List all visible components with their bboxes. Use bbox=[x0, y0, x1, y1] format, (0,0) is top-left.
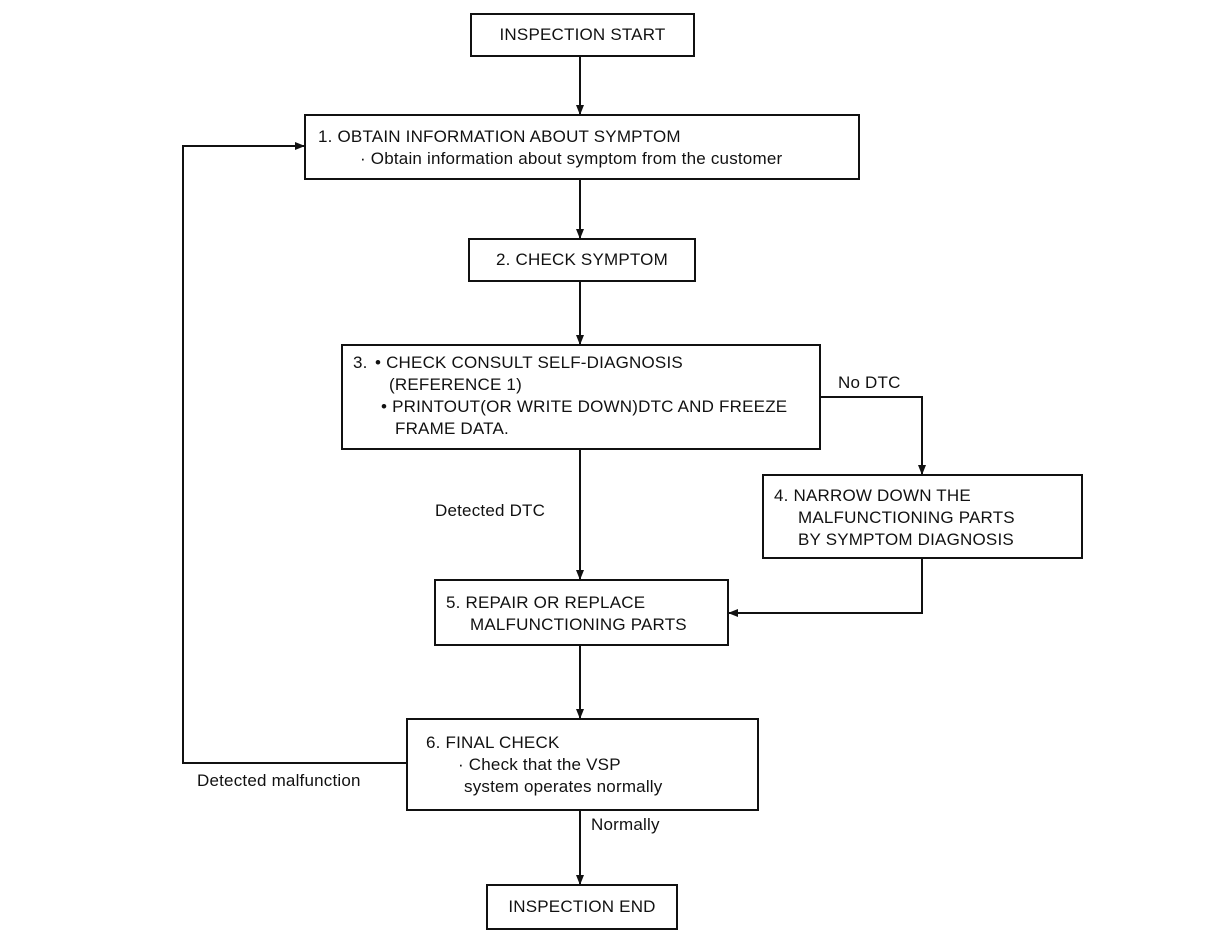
end-label: INSPECTION END bbox=[508, 897, 656, 916]
step2-title: 2. CHECK SYMPTOM bbox=[496, 250, 668, 269]
step3-bullet1-line1: • CHECK CONSULT SELF-DIAGNOSIS bbox=[375, 353, 683, 372]
step2-box: 2. CHECK SYMPTOM bbox=[468, 238, 696, 282]
arrow-step6-to-step1 bbox=[182, 142, 406, 764]
edge-label-normally: Normally bbox=[591, 815, 660, 834]
end-box: INSPECTION END bbox=[486, 884, 678, 930]
step5-line2: MALFUNCTIONING PARTS bbox=[470, 615, 687, 634]
step3-bullet2-line2: FRAME DATA. bbox=[395, 419, 509, 438]
step1-box: 1. OBTAIN INFORMATION ABOUT SYMPTOM · Ob… bbox=[304, 114, 860, 180]
step3-box: 3. • CHECK CONSULT SELF-DIAGNOSIS (REFER… bbox=[341, 344, 821, 450]
step4-line1: 4. NARROW DOWN THE bbox=[774, 486, 971, 505]
edge-label-detected-dtc: Detected DTC bbox=[435, 501, 546, 520]
step1-detail: · Obtain information about symptom from … bbox=[360, 149, 783, 168]
step1-title: 1. OBTAIN INFORMATION ABOUT SYMPTOM bbox=[318, 127, 681, 146]
step6-detail-line2: system operates normally bbox=[464, 777, 663, 796]
step3-bullet1-line2: (REFERENCE 1) bbox=[389, 375, 522, 394]
step6-detail-line1: · Check that the VSP bbox=[458, 755, 621, 774]
start-label: INSPECTION START bbox=[499, 25, 666, 44]
arrow-step4-to-step5 bbox=[728, 558, 923, 617]
step4-box: 4. NARROW DOWN THE MALFUNCTIONING PARTS … bbox=[762, 474, 1083, 559]
arrow-step3-to-step4 bbox=[820, 396, 926, 475]
step4-line2: MALFUNCTIONING PARTS bbox=[798, 508, 1015, 527]
edge-label-no-dtc: No DTC bbox=[838, 373, 901, 392]
start-box: INSPECTION START bbox=[470, 13, 695, 57]
step4-line3: BY SYMPTOM DIAGNOSIS bbox=[798, 530, 1014, 549]
step6-title: 6. FINAL CHECK bbox=[426, 733, 560, 752]
edge-label-detected-malfunction: Detected malfunction bbox=[197, 771, 361, 790]
step3-number: 3. bbox=[353, 353, 368, 372]
step3-bullet2-line1: • PRINTOUT(OR WRITE DOWN)DTC AND FREEZE bbox=[381, 397, 788, 416]
step5-box: 5. REPAIR OR REPLACE MALFUNCTIONING PART… bbox=[434, 579, 729, 646]
step5-line1: 5. REPAIR OR REPLACE bbox=[446, 593, 646, 612]
step6-box: 6. FINAL CHECK · Check that the VSP syst… bbox=[406, 718, 759, 811]
